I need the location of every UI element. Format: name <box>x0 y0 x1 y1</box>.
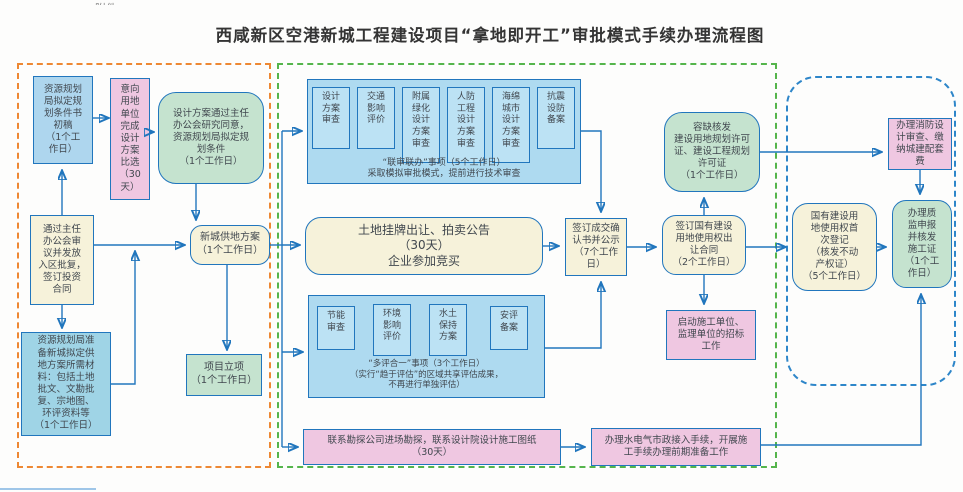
box-bid-start: 启动施工单位、 监理单位的招标 工作 <box>666 310 756 360</box>
item-sponge-city-review: 海绵 城市 设计 方案 审查 <box>492 87 530 163</box>
page-title: 西咸新区空港新城工程建设项目“拿地即开工”审批模式手续办理流程图 <box>215 26 765 45</box>
box-entry-approval: 通过主任 办公会审 议并发放 入区批复， 签订投资 合同 <box>30 215 94 305</box>
box-supply-plan: 新城供地方案 （1个工作日） <box>190 225 270 265</box>
box-survey: 联系勘探公司进场勘探，联系设计院设计施工图纸 （30天） <box>303 429 561 465</box>
box-scheme-select: 意向 用地 单位 完成 设计 方案 比选 （30 天） <box>110 78 150 200</box>
box-land-materials: 资源规划局准 备新城拟定供 地方案所需材 料：包括土地 批文、文勘批 复、宗地图… <box>21 332 111 436</box>
middle-section-border <box>277 63 777 468</box>
item-civil-defense-review: 人防 工程 设计 方案 审查 <box>447 87 485 163</box>
box-fire-review: 办理消防设 计审查、缴 纳城建配套 费 <box>888 118 952 170</box>
box-land-contract: 签订国有建设 用地使用权出 让合同 （2个工作日） <box>662 215 746 275</box>
joint-review-caption: “联审联办”事项（5个工作日） 采取模拟审批模式，提前进行技术审查 <box>367 158 521 180</box>
item-greening-review: 附属 绿化 设计 方案 审查 <box>402 87 440 163</box>
item-traffic-eval: 交通 影响 评价 <box>357 87 395 149</box>
box-project-setup: 项目立项 （1个工作日） <box>186 354 262 396</box>
item-soil-water: 水土 保持 方案 <box>429 304 467 356</box>
box-first-registration: 国有建设用 地使用权首 次登记 （核发不动 产权证） （5个工作日） <box>792 203 877 291</box>
box-quality-supervision: 办理质 监申报 并核发 施工证 （1个工 作日） <box>892 200 952 288</box>
item-env-impact: 环境 影响 评价 <box>373 304 411 356</box>
box-design-approved: 设计方案通过主任 办公会研究同意， 资源规划局拟定规 划条件 （1个工作日） <box>158 92 264 184</box>
item-seismic-filing: 抗震 设防 备案 <box>537 87 575 149</box>
left-section-border <box>17 63 271 468</box>
item-safety-filing: 安评 备案 <box>490 306 528 350</box>
item-design-review: 设计 方案 审查 <box>312 87 350 149</box>
box-early-permit: 容缺核发 建设用地规划许可 证、建设工程规划 许可证 （1个工作日） <box>664 112 760 192</box>
box-plan-draft: 资源规划 局拟定规 划条件书 初稿 （1个工 作日） <box>33 76 93 164</box>
box-utility: 办理水电气市政接入手续，开展施 工手续办理前期准备工作 <box>591 428 761 466</box>
scan-edge-artifact <box>0 488 96 490</box>
multi-eval-caption: “多评合一”事项（3个工作日） （实行“趋于评估”的区域共享评估成果， 不再进行… <box>349 359 504 391</box>
box-land-auction: 土地挂牌出让、拍卖公告 （30天） 企业参加竞买 <box>305 217 543 275</box>
item-energy-review: 节能 审查 <box>317 306 355 350</box>
box-deal-confirm: 签订成交确 认书并公示 （7个工作 日） <box>565 218 627 276</box>
container-joint-review <box>307 79 581 184</box>
clipped-corner-note: 附件 <box>95 0 117 5</box>
